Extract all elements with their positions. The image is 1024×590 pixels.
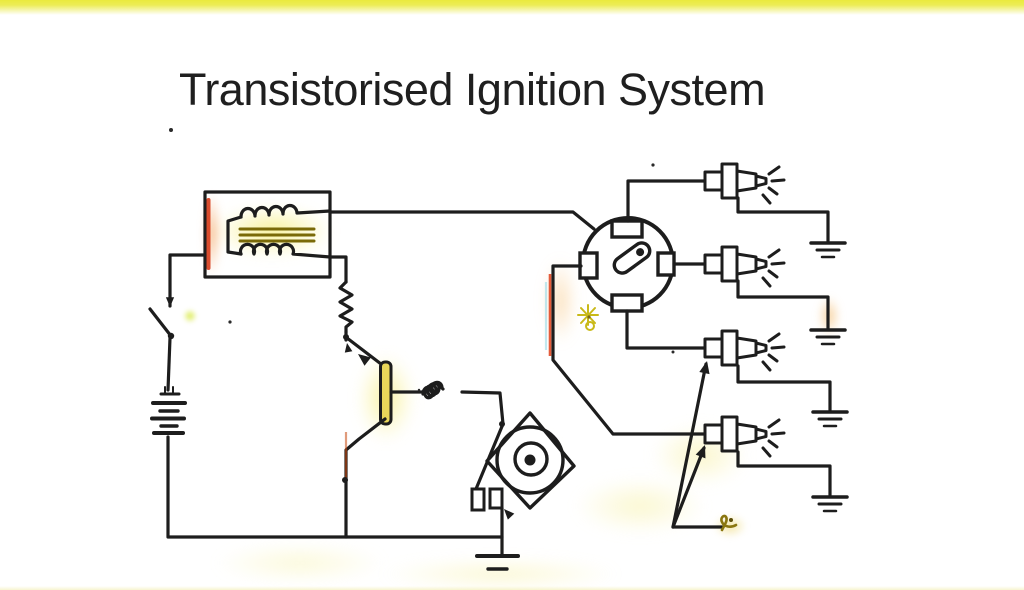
wire-bottom-return	[166, 435, 504, 539]
ignition-switch	[148, 297, 175, 340]
wire-coil-to-resistor	[328, 255, 348, 284]
ballast-resistor	[338, 280, 354, 334]
wire-plug3-ground	[736, 364, 832, 412]
secondary-winding	[238, 242, 332, 259]
doodle-scribble	[720, 514, 738, 532]
ground-symbol-2	[809, 328, 847, 346]
bottom-tint	[0, 586, 1024, 590]
spark-plug-2	[703, 245, 786, 288]
transistor	[342, 330, 393, 539]
battery	[150, 386, 187, 435]
wire-plug1	[626, 179, 707, 223]
transistor-base-bar	[379, 360, 393, 426]
wire-resistor-to-points	[460, 390, 505, 426]
distributor-terminal-left	[578, 251, 599, 280]
doodle-star	[577, 304, 599, 331]
spark-plug-3	[703, 329, 786, 372]
primary-winding	[226, 203, 332, 256]
wire-coil-to-distributor	[328, 210, 596, 231]
page-title: Transistorised Ignition System	[179, 64, 766, 115]
distributor	[578, 216, 676, 313]
distributor-terminal-bottom	[610, 293, 644, 313]
distributor-rotor	[612, 241, 652, 275]
wire-plug3	[625, 309, 707, 350]
distributor-terminal-top	[610, 219, 644, 239]
transistor-collector	[345, 336, 387, 369]
base-resistor	[421, 380, 445, 400]
top-yellow-bar	[0, 0, 1024, 16]
pickup-assembly	[485, 411, 576, 510]
wire-plug4	[551, 264, 707, 436]
ground-symbol-1	[809, 241, 847, 259]
ink-specks	[169, 128, 675, 392]
ground-symbol-main	[475, 554, 520, 571]
distributor-terminal-right	[656, 251, 676, 277]
wire-coil-to-switch	[168, 253, 207, 308]
wire-plug4-ground	[736, 450, 832, 497]
contact-breaker-points	[470, 487, 515, 520]
coil-core	[238, 227, 316, 243]
transistor-emitter	[344, 417, 387, 539]
spark-plug-1	[703, 162, 786, 205]
callout-arrows	[671, 359, 738, 532]
wire-plug1-ground	[736, 196, 830, 243]
doodle-dot	[729, 518, 733, 522]
ground-symbol-3	[811, 410, 849, 428]
spark-plug-4	[703, 415, 786, 458]
wire-plug2-ground	[736, 279, 830, 330]
junction-dot	[342, 477, 348, 483]
ground-symbol-4	[811, 495, 849, 513]
wire-switch-to-battery	[166, 336, 172, 392]
ignition-coil	[203, 190, 332, 279]
